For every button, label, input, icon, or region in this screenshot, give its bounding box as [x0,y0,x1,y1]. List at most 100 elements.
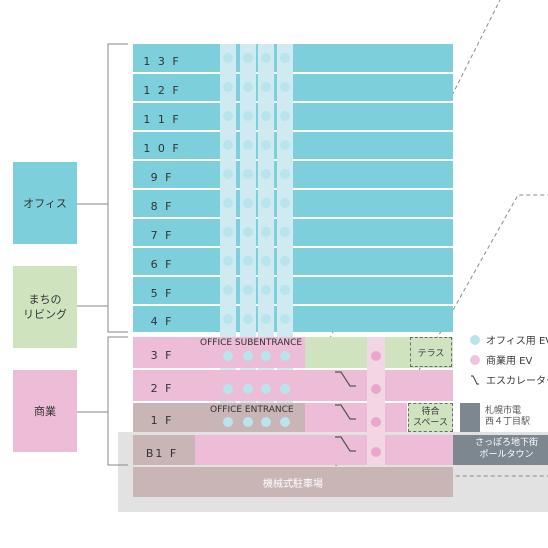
office-ev-dot [223,384,233,394]
office-ev-dot [280,417,290,427]
floor-3f-machi [305,337,367,368]
floor-label: 1 2 F [143,84,181,97]
office-ev-dot [223,169,233,179]
floor-label: 1 3 F [143,55,181,68]
office-ev-dot [280,314,290,324]
floor-2f-commercial [133,370,453,401]
floor-label: 7 F [150,229,174,242]
terrace-label: テラス [410,337,452,367]
floor-separator [133,217,453,219]
office-ev-dot [261,384,271,394]
floor-label: 6 F [150,258,174,271]
office-ev-dot [261,227,271,237]
floor-label: 8 F [150,200,174,213]
office-ev-dot [280,384,290,394]
office-ev-dot [261,285,271,295]
commercial-core-column [367,337,385,465]
office-ev-dot [223,417,233,427]
office-ev-dot [243,227,253,237]
office-ev-dot [243,417,253,427]
floor-separator [133,246,453,248]
office-ev-dot [280,111,290,121]
commercial-ev-dot [371,417,381,427]
commercial-ev-dot [371,447,381,457]
floor-separator [133,275,453,277]
floor-label: 1 1 F [143,113,181,126]
office-ev-dot [223,198,233,208]
office-ev-dot [261,351,271,361]
office-ev-dot [223,256,233,266]
commercial-ev-dot-icon [470,354,480,365]
legend-escalator: エスカレーター [470,372,548,387]
floor-3f-terrace [385,337,453,368]
floor-label: 4 F [150,315,174,328]
office-ev-dot [280,285,290,295]
office-ev-dot [243,111,253,121]
floor-separator [133,304,453,306]
office-ev-dot [280,53,290,63]
floor-b1-commercial [195,435,453,465]
floor-label: 5 F [150,287,174,300]
office-ev-dot [223,53,233,63]
floor-separator [133,130,453,132]
floor-label: 9 F [150,171,174,184]
legend-office-ev: オフィス用 EV [470,332,548,347]
office-subentrance-label: OFFICE SUBENTRANCE [200,338,303,348]
office-ev-dot [243,169,253,179]
office-ev-dot [261,198,271,208]
waiting-space [408,403,453,432]
office-ev-dot [223,140,233,150]
office-ev-dot [280,351,290,361]
office-ev-dot [280,256,290,266]
waiting-space-border: 待合 スペース [408,403,453,432]
office-ev-dot [261,82,271,92]
office-ev-dot [243,82,253,92]
floor-b1-lobby [133,435,195,465]
floor-label: 1 0 F [143,142,181,155]
office-ev-dot [223,285,233,295]
floor-separator [133,188,453,190]
office-ev-dot [261,53,271,63]
commercial-ev-dot [371,351,381,361]
parking-block: 機械式駐車場 [133,467,453,497]
underground-mall-block [453,435,548,465]
floor-separator [133,159,453,161]
office-ev-dot [261,256,271,266]
office-ev-dot [243,384,253,394]
office-ev-dot [280,82,290,92]
office-ev-dot [223,351,233,361]
office-ev-dot [261,140,271,150]
escalator-icon [471,374,479,385]
commercial-ev-dot [371,384,381,394]
legend-commercial-ev: 商業用 EV [470,352,532,367]
floor-label: 3 F [150,349,174,362]
office-ev-dot [261,111,271,121]
office-ev-dot [261,169,271,179]
office-ev-dot [280,140,290,150]
office-ev-dot [243,351,253,361]
office-ev-dot-icon [470,334,480,345]
office-ev-dot [223,314,233,324]
office-ev-dot [223,227,233,237]
floor-label: 1 F [150,414,174,427]
zone-machi-living: まちの リビング [13,266,77,348]
floor-separator [133,101,453,103]
office-ev-dot [280,227,290,237]
floor-separator [133,72,453,74]
underground-mall-label: さっぽろ地下街 ポールタウン [475,438,539,460]
office-ev-dot [280,198,290,208]
office-ev-dot [280,169,290,179]
office-ev-dot [261,417,271,427]
floor-1f-commercial [305,403,407,432]
zone-commercial: 商業 [13,370,77,452]
office-entrance-label: OFFICE ENTRANCE [210,405,294,415]
office-ev-dot [223,82,233,92]
office-ev-dot [223,111,233,121]
office-ev-dot [243,53,253,63]
office-ev-dot [243,140,253,150]
office-ev-dot [243,285,253,295]
tram-station-label: 札幌市電 西４丁目駅 [485,406,531,427]
floor-1f-lobby [133,403,195,432]
zone-office: オフィス [13,162,77,244]
